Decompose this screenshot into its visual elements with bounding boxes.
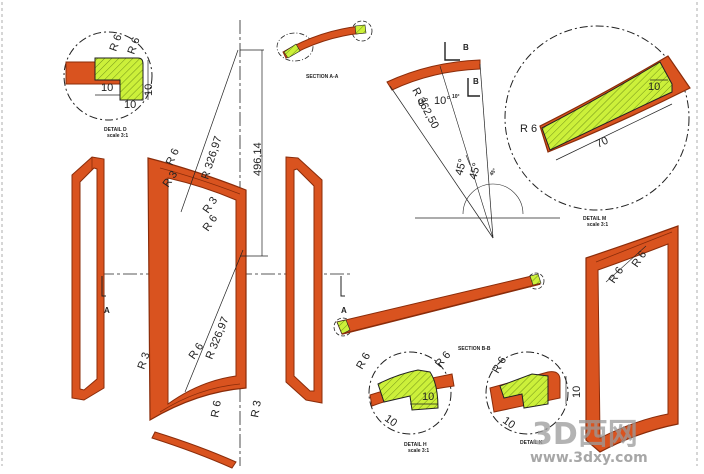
detail-m-dim-line [555, 103, 673, 161]
section-a-hatch-left [283, 43, 301, 59]
left-frame-window [79, 167, 98, 391]
detail-h-d1: 10 [422, 391, 434, 403]
dim-radius-top: R 326,97 [199, 135, 224, 181]
arrow-a-left-shape [101, 276, 106, 297]
iso-frame-edge [595, 231, 673, 263]
detail-m-r: R 6 [520, 123, 537, 135]
cut-b-top: B [463, 43, 469, 52]
arc-radius-line [389, 85, 494, 239]
iso-frame-window [597, 243, 669, 439]
arc-view: R 362,50 0° 10° 10° 45° 45° 45° B B [386, 42, 560, 239]
detail-m: R 6 70 10 DETAIL M scale 3:1 [504, 25, 691, 228]
detail-h-section [377, 369, 439, 411]
arrow-a-right: A [341, 306, 347, 315]
detail-d: 10 10 10 R 6 R 6 DETAIL D scale 3:1 [63, 31, 155, 139]
detail-d-scale: scale 3:1 [107, 133, 128, 139]
section-a-label: SECTION A-A [306, 74, 339, 80]
section-b-hatch-right [529, 273, 542, 286]
dim-r3-c: R 3 [136, 351, 153, 371]
watermark-url: www.3dxy.com [530, 450, 648, 466]
section-b-bar-shadow [341, 283, 541, 335]
detail-m-d: 10 [648, 81, 660, 93]
arc-profile [386, 59, 481, 91]
detail-h-circle [368, 351, 452, 435]
arc-angle-45b: 45° [467, 162, 483, 181]
cut-b-bottom: B [473, 77, 479, 86]
section-a-a: SECTION A-A [276, 20, 373, 80]
right-side-frame [285, 156, 323, 404]
arc-angle-0: 0° [418, 97, 429, 109]
dim-radius-bottom-line [184, 249, 244, 393]
dim-height: 496,14 [252, 142, 264, 176]
arrow-a-right-shape [340, 276, 345, 297]
watermark: 3D西网 www.3dxy.com [530, 417, 648, 466]
detail-h-label: DETAIL H [404, 442, 427, 448]
section-b-label: SECTION B-B [458, 346, 491, 352]
detail-d-section [94, 57, 144, 101]
detail-h-r2: R 6 [433, 349, 453, 370]
detail-h-r1: R 6 [354, 351, 373, 372]
detail-h-d2: 10 [382, 413, 399, 430]
section-b-bar [336, 274, 541, 335]
detail-k-circle [485, 351, 569, 435]
detail-d-dim2: 10 [124, 99, 136, 111]
detail-d-r2: R 6 [126, 36, 143, 56]
cut-b-bottom-arrow [467, 78, 480, 97]
main-frame-window [167, 177, 237, 405]
detail-k-d2: 10 [500, 415, 517, 432]
detail-d-r1: R 6 [108, 33, 125, 53]
cut-b-top-arrow [444, 42, 460, 61]
dim-r6-a: R 6 [164, 147, 182, 168]
detail-h: R 6 R 6 10 10 DETAIL H scale 3:1 [354, 349, 455, 454]
detail-m-len: 70 [594, 135, 610, 151]
watermark-logo: 3D西网 [532, 417, 638, 452]
arc-angle-small: 10° [452, 94, 460, 100]
section-b-hatch-left [336, 319, 351, 335]
detail-h-scale: scale 3:1 [408, 448, 429, 454]
arc-angle-45c: 45° [489, 168, 498, 178]
dim-r6-d: R 6 [209, 400, 224, 419]
detail-d-label: DETAIL D [104, 127, 127, 133]
arc-angle-10: 10° [434, 95, 451, 107]
arc-axis-line [479, 63, 494, 239]
detail-k-section [499, 373, 549, 409]
arc-angle-tick [465, 154, 471, 166]
detail-d-circle [63, 31, 153, 121]
detail-k-d1: 10 [571, 386, 583, 398]
detail-m-label: DETAIL M [583, 216, 606, 222]
dim-radius-top-line [180, 49, 239, 213]
right-side-frame-window [293, 168, 315, 392]
detail-m-scale: scale 3:1 [587, 222, 608, 228]
main-frame-inner-bottom [159, 383, 241, 413]
section-a-circle-left [276, 32, 314, 62]
dim-r3-d: R 3 [249, 400, 264, 419]
section-arrows-a: A A [101, 276, 347, 315]
detail-m-section [541, 61, 673, 151]
section-a-hatch-right [354, 24, 367, 35]
main-frame-inner-top [159, 167, 241, 195]
iso-right-frame: R 6 R 6 [585, 225, 679, 453]
left-frame [71, 156, 105, 401]
detail-k-label: DETAIL K [520, 440, 543, 446]
arc-angle-45a: 45° [453, 158, 469, 177]
main-frame-arc-piece [151, 431, 237, 469]
detail-d-dim1: 10 [101, 82, 113, 94]
detail-d-dim3: 10 [143, 84, 155, 96]
detail-m-circle [504, 25, 690, 211]
main-frame [147, 157, 247, 469]
arc-angle-arc [462, 183, 524, 215]
arrow-a-left: A [104, 306, 110, 315]
arc-mid-line [439, 65, 494, 239]
detail-k: R 6 10 10 DETAIL K [485, 351, 583, 446]
section-b-b: SECTION B-B [333, 272, 545, 352]
iso-frame-dim-line [605, 245, 647, 283]
